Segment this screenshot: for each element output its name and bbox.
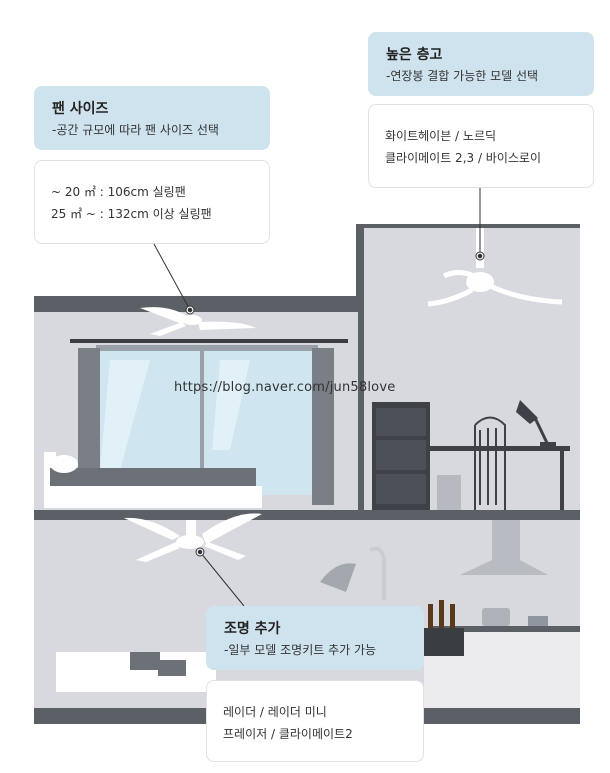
callout-high-ceiling-title: 높은 층고	[386, 47, 443, 63]
callout-lighting-body: 레이더 / 레이더 미니 프레이저 / 클라이메이트2	[206, 680, 424, 762]
callout-lighting-header: 조명 추가 -일부 모델 조명키트 추가 가능	[206, 606, 424, 670]
callout-high-ceiling-line: 클라이메이트 2,3 / 바이스로이	[385, 151, 542, 165]
callout-fan-size-line: ~ 20 ㎡ : 106cm 실링팬	[51, 185, 186, 199]
curtains	[70, 339, 348, 505]
watermark-url: https://blog.naver.com/jun58love	[174, 380, 396, 395]
callout-high-ceiling-line: 화이트헤이븐 / 노르딕	[385, 129, 497, 143]
callout-high-ceiling-body: 화이트헤이븐 / 노르딕 클라이메이트 2,3 / 바이스로이	[368, 104, 594, 188]
callout-fan-size-subtitle: -공간 규모에 따라 팬 사이즈 선택	[52, 123, 219, 137]
callout-lighting-subtitle: -일부 모델 조명키트 추가 가능	[224, 643, 377, 657]
bed	[44, 452, 262, 508]
callout-high-ceiling-header: 높은 층고 -연장봉 결합 가능한 모델 선택	[368, 32, 594, 96]
callout-fan-size-body: ~ 20 ㎡ : 106cm 실링팬 25 ㎡ ~ : 132cm 이상 실링팬	[34, 160, 270, 244]
callout-fan-size-title: 팬 사이즈	[52, 101, 109, 117]
fan-lower	[124, 513, 262, 562]
floor-divider	[34, 510, 580, 520]
leader-lines	[153, 188, 485, 607]
callout-lighting-line: 레이더 / 레이더 미니	[223, 705, 327, 719]
callout-high-ceiling-subtitle: -연장봉 결합 가능한 모델 선택	[386, 69, 539, 83]
fan-upper-left	[140, 307, 256, 336]
callout-fan-size-header: 팬 사이즈 -공간 규모에 따라 팬 사이즈 선택	[34, 86, 270, 150]
callout-lighting-title: 조명 추가	[224, 621, 281, 637]
callout-fan-size-line: 25 ㎡ ~ : 132cm 이상 실링팬	[51, 207, 212, 221]
desk-area	[372, 400, 570, 510]
callout-lighting-line: 프레이저 / 클라이메이트2	[223, 727, 353, 741]
